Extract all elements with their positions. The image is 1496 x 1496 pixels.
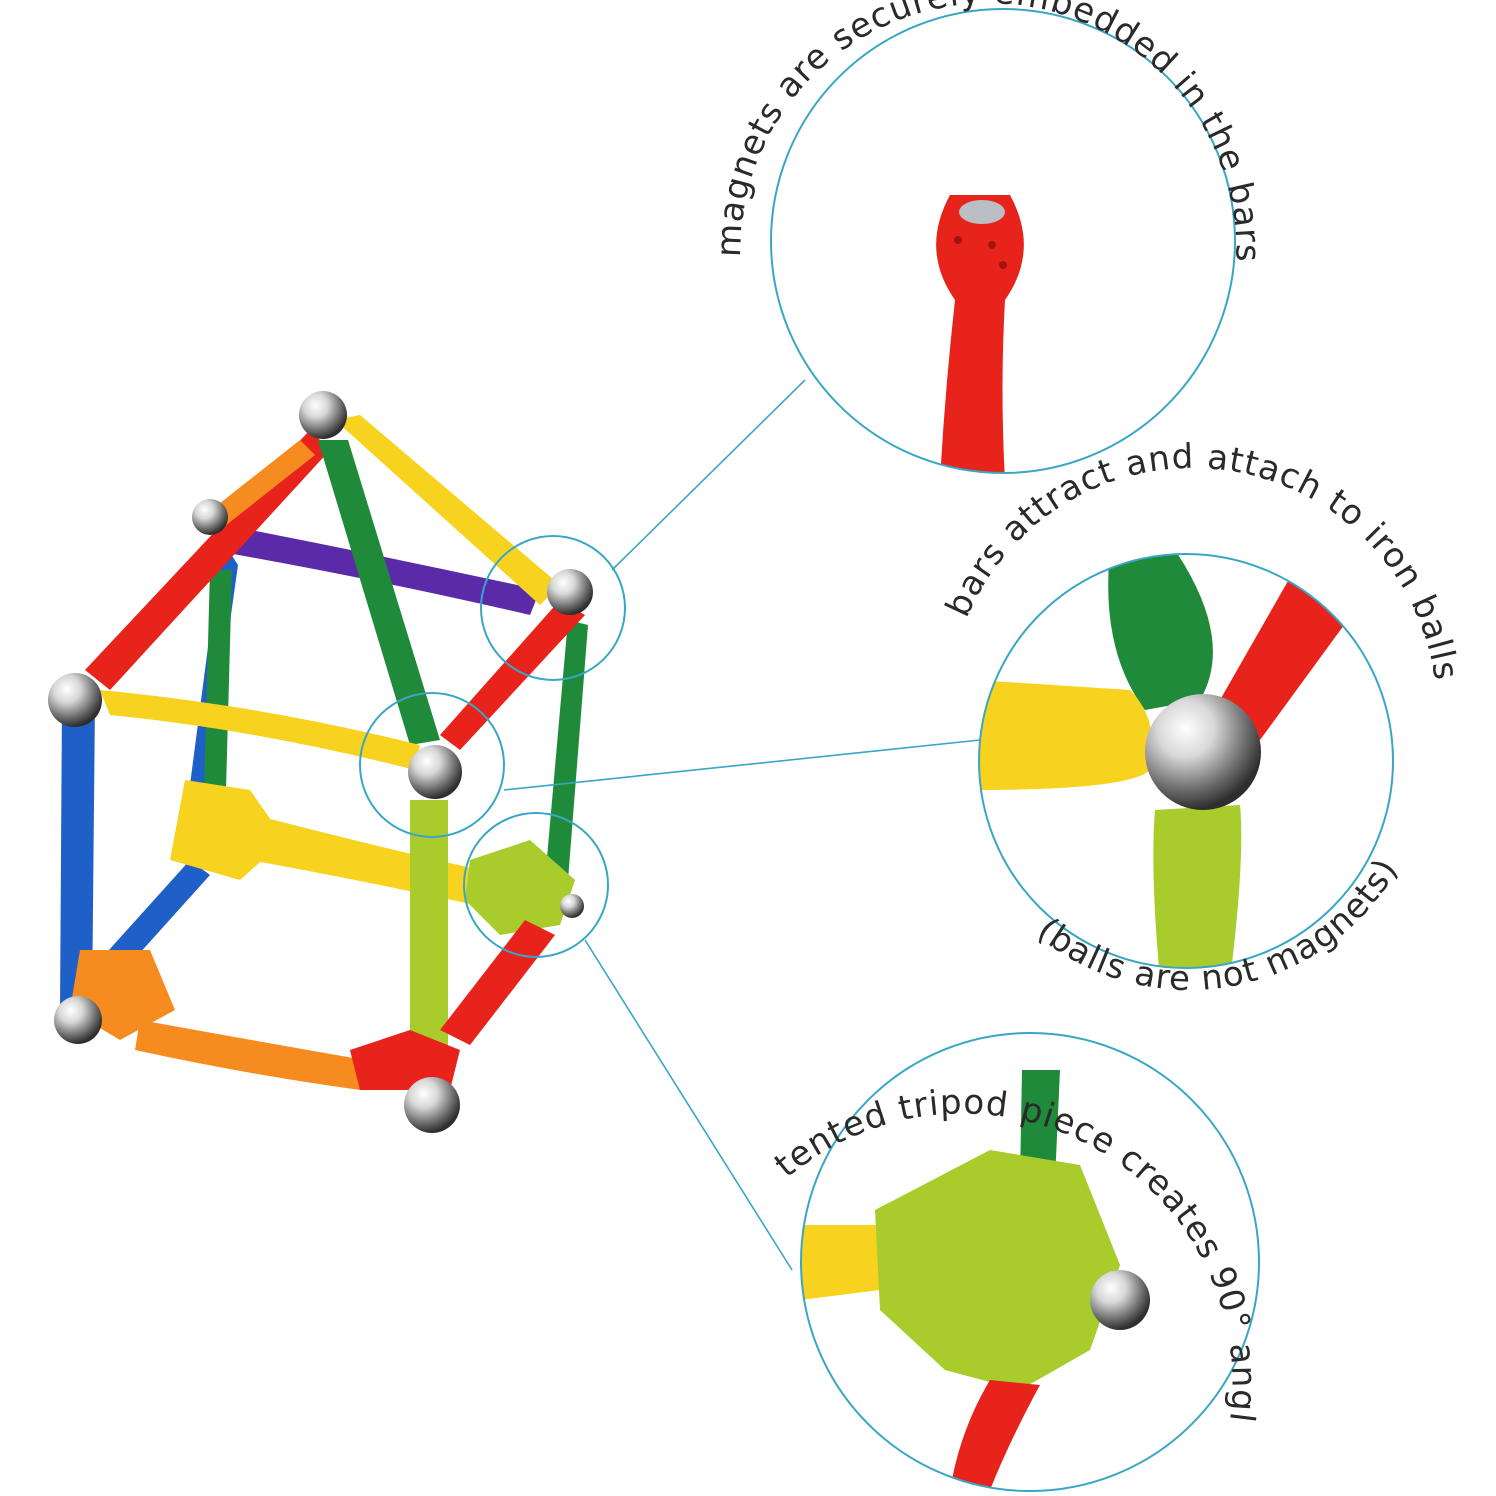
zoom-ring [770,8,1236,474]
orange-bar [205,440,315,530]
red-bar [85,430,330,690]
embedded-magnet [959,200,1005,224]
lime-bar [1153,805,1242,968]
green-bar [1020,1070,1060,1180]
detail-marker-ring [359,692,505,838]
zoom-magnet-detail: magnets are securely embedded in the bar… [709,0,1266,474]
blue-bar [100,860,210,975]
steel-ball [547,569,593,615]
orange-bar [135,1020,365,1090]
yellow-bar [100,690,420,770]
steel-ball [560,894,584,918]
magnetic-structure [48,391,593,1133]
callout-line [611,379,806,571]
steel-ball [54,996,102,1044]
lime-bar [410,800,448,1060]
yellow-bar [801,1225,880,1300]
steel-ball [404,1077,460,1133]
tripod-piece [465,840,575,935]
tripod-piece [350,1030,460,1090]
detail-marker-ring [480,535,626,681]
blue-bar [60,700,95,1010]
steel-ball [48,673,102,727]
steel-ball [192,499,228,535]
green-bar [1108,554,1213,710]
callout-line [503,739,981,791]
red-bar [950,1380,1040,1490]
green-bar [545,620,588,880]
zoom-ring [800,1032,1260,1492]
steel-ball [299,391,347,439]
zoom-ball-detail: bars attract and attach to iron balls (b… [938,437,1465,999]
callout-line [584,939,793,1271]
steel-ball [1090,1270,1150,1330]
yellow-bar [335,415,560,605]
red-bar [440,600,585,750]
green-bar [318,440,440,745]
zoom-ring [978,553,1394,969]
red-bar [440,920,555,1045]
steel-ball [408,745,462,799]
detail-marker-ring [463,812,609,958]
yellow-bar [979,680,1153,790]
steel-ball [1145,694,1261,810]
green-bar [204,570,232,790]
tripod-piece [875,1150,1120,1390]
